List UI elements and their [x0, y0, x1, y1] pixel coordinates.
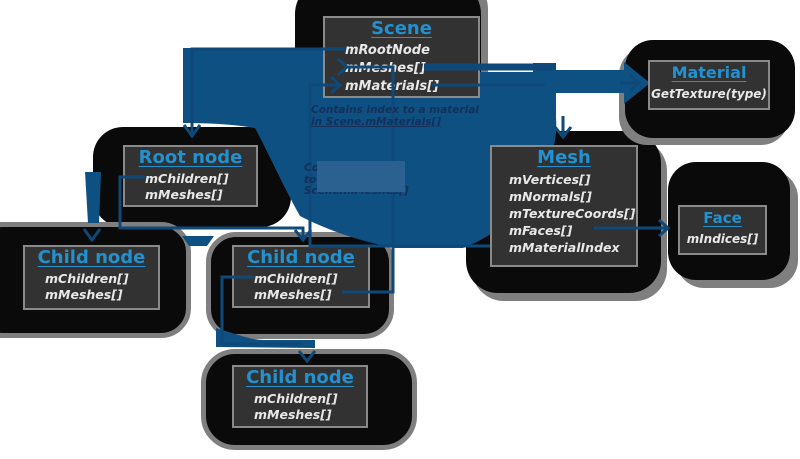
- scene-member-mmaterials: mMaterials[]: [345, 79, 440, 94]
- mesh-box-title: Mesh: [537, 147, 591, 168]
- mesh-member-mtexturecoords: mTextureCoords[]: [509, 206, 636, 221]
- face-box: Face mIndices[]: [678, 205, 767, 255]
- mesh-indices-note-highlight-overlay: [317, 161, 405, 192]
- child-middle-member-mchildren: mChildren[]: [254, 271, 338, 286]
- material-index-note-line2: in Scene.mMaterials[]: [311, 115, 442, 128]
- child-bottom-member-mmeshes: mMeshes[]: [254, 406, 332, 422]
- mesh-member-mmaterialindex: mMaterialIndex: [509, 240, 620, 255]
- material-index-note-line1: Contains index to a material: [311, 104, 479, 116]
- child-node-left-box-title: Child node: [37, 247, 146, 268]
- mesh-member-mfaces: mFaces[]: [509, 223, 573, 238]
- face-member-mindices: mIndices[]: [686, 232, 759, 246]
- mesh-box: Mesh mVertices[] mNormals[] mTextureCoor…: [490, 145, 638, 267]
- child-bottom-member-mchildren: mChildren[]: [254, 391, 338, 406]
- child-node-middle-box-title: Child node: [247, 247, 355, 268]
- child-node-bottom-box-title: Child node: [246, 367, 354, 388]
- scene-box-title: Scene: [371, 18, 432, 39]
- root-node-box: Root node mChildren[] mMeshes[]: [123, 145, 258, 207]
- root-member-mmeshes: mMeshes[]: [145, 186, 223, 202]
- material-box-title: Material: [671, 63, 747, 82]
- material-box: Material GetTexture(type): [648, 60, 770, 110]
- child-middle-member-mmeshes: mMeshes[]: [254, 286, 332, 302]
- material-member-gettexture: GetTexture(type): [651, 87, 767, 101]
- mesh-member-mvertices: mVertices[]: [509, 172, 591, 187]
- material-index-note: Contains index to a material in Scene.mM…: [311, 104, 479, 128]
- scene-box: Scene mRootNode mMeshes[] mMaterials[]: [323, 16, 480, 98]
- root-node-box-title: Root node: [138, 147, 243, 168]
- child-left-member-mmeshes: mMeshes[]: [45, 286, 123, 302]
- child-node-left-box: Child node mChildren[] mMeshes[]: [23, 245, 160, 310]
- child-node-bottom-box: Child node mChildren[] mMeshes[]: [232, 365, 368, 428]
- scene-member-mmeshes: mMeshes[]: [345, 61, 426, 76]
- mesh-member-mnormals: mNormals[]: [509, 189, 592, 204]
- scene-member-mrootnode: mRootNode: [345, 43, 430, 58]
- face-box-title: Face: [703, 209, 742, 227]
- child-node-middle-box: Child node mChildren[] mMeshes[]: [232, 245, 370, 308]
- root-member-mchildren: mChildren[]: [145, 171, 229, 186]
- child-left-member-mchildren: mChildren[]: [45, 271, 129, 286]
